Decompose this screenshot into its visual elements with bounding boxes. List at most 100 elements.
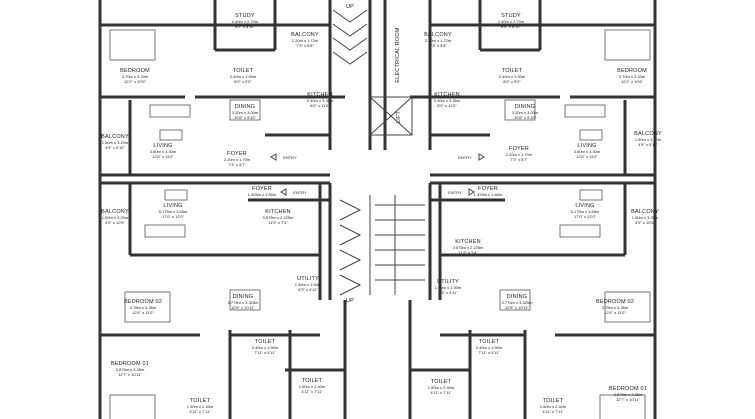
room-metric: 3.575m x 2.225m	[263, 215, 295, 220]
sofa	[144, 224, 186, 238]
room-imperial: 4'9" x 9'10"	[638, 142, 658, 147]
room-imperial: 12'2" x 10'6"	[124, 79, 147, 84]
room-metric: 3.775m x 3.325m	[502, 300, 534, 305]
room-name: DINING	[235, 104, 255, 110]
lift-label: LIFT	[396, 111, 402, 124]
room-imperial: 12'5" x 10'11"	[231, 305, 255, 310]
room-imperial: 7'3" x 5'8"	[429, 43, 447, 48]
room-name: TOILET	[233, 68, 254, 74]
room-imperial: 8'0" x 8'10"	[501, 24, 521, 29]
room-name: TOILET	[190, 398, 211, 404]
room-imperial: 4'9" x 10'5"	[105, 220, 125, 225]
room-metric: 1.50m x 3.20m	[632, 215, 659, 220]
room-imperial: 4'11" x 7'11"	[430, 390, 452, 395]
room-metric: 1.90m x 1.50m	[295, 282, 322, 287]
room-metric: 2.40m x 2.70m	[232, 19, 259, 24]
room-metric: 5.175m x 3.65m	[571, 209, 600, 214]
room-imperial: 10'6" x 9'10"	[514, 115, 537, 120]
room-name: TOILET	[255, 339, 276, 345]
room-imperial: 8'0" x 8'10"	[235, 24, 255, 29]
coffee-table	[579, 189, 603, 201]
entry-label: ENTRY	[448, 190, 462, 195]
room-name: TOILET	[479, 339, 500, 345]
coffee-table	[579, 129, 603, 141]
entry-arrow-icon	[468, 188, 475, 196]
room-name: STUDY	[235, 13, 255, 19]
room-metric: 2.40m x 1.50m	[476, 345, 503, 350]
room-name: DINING	[507, 294, 527, 300]
dining-table	[499, 289, 531, 311]
room-imperial: 6'3" x 4'11"	[438, 290, 458, 295]
room-imperial: 7'11" x 4'11"	[478, 350, 500, 355]
room-imperial: 17'0" x 12'0"	[162, 214, 185, 219]
room-imperial: 12'4" x 11'0"	[604, 310, 626, 315]
room-metric: 1.325m x 1.80m	[474, 192, 503, 197]
room-name: FOYER	[227, 151, 247, 157]
dining-table	[229, 289, 261, 311]
bed	[109, 394, 156, 419]
room-metric: 2.40m x 3.35m	[307, 98, 334, 103]
bed	[109, 29, 156, 61]
sofa	[149, 104, 191, 118]
room-imperial: 7'3" x 5'7"	[510, 157, 528, 162]
bed	[124, 291, 171, 323]
walls	[98, 0, 657, 419]
room-imperial: 12'6" x 11'0"	[576, 154, 598, 159]
sofa	[559, 224, 601, 238]
core: UP UP ELECTRICAL ROOM LIFT	[332, 4, 425, 304]
room-metric: 1.50m x 2.40m	[540, 404, 567, 409]
room-imperial: 4'4" x 5'11"	[478, 197, 498, 202]
room-name: BEDROOM 01	[111, 361, 149, 367]
room-metric: 3.75m x 3.35m	[130, 305, 157, 310]
room-imperial: 8'0" x 11'0"	[310, 103, 330, 108]
room-metric: 3.575m x 2.225m	[453, 245, 485, 250]
sofa	[564, 104, 606, 118]
room-imperial: 12'7" x 10'11"	[118, 372, 142, 377]
room-metric: 1.50m x 2.40m	[299, 384, 326, 389]
room-name: BALCONY	[101, 134, 129, 140]
room-metric: 1.50m x 3.20m	[102, 140, 129, 145]
room-metric: 3.20m x 3.00m	[512, 110, 539, 115]
room-imperial: 4'11" x 7'11"	[301, 389, 323, 394]
room-name: BEDROOM	[120, 68, 150, 74]
room-metric: 2.40m x 2.70m	[498, 19, 525, 24]
entry-label: ENTRY	[293, 190, 307, 195]
room-name: BALCONY	[291, 32, 319, 38]
room-metric: 1.90m x 1.50m	[435, 285, 462, 290]
room-name: BALCONY	[631, 209, 659, 215]
coffee-table	[164, 189, 188, 201]
room-imperial: 17'0" x 12'0"	[574, 214, 597, 219]
room-metric: 2.20m x 1.72m	[292, 38, 319, 43]
room-imperial: 4'11" x 7'11"	[542, 409, 564, 414]
room-name: TOILET	[431, 379, 452, 385]
room-metric: 1.325m x 1.80m	[248, 192, 277, 197]
room-name: BEDROOM 02	[124, 299, 162, 305]
room-imperial: 12'6" x 11'0"	[152, 154, 174, 159]
room-imperial: 7'3" x 5'8"	[296, 43, 314, 48]
room-metric: 2.40m x 1.50m	[499, 74, 526, 79]
room-name: TOILET	[502, 68, 523, 74]
entry-arrow-icon	[270, 153, 277, 161]
